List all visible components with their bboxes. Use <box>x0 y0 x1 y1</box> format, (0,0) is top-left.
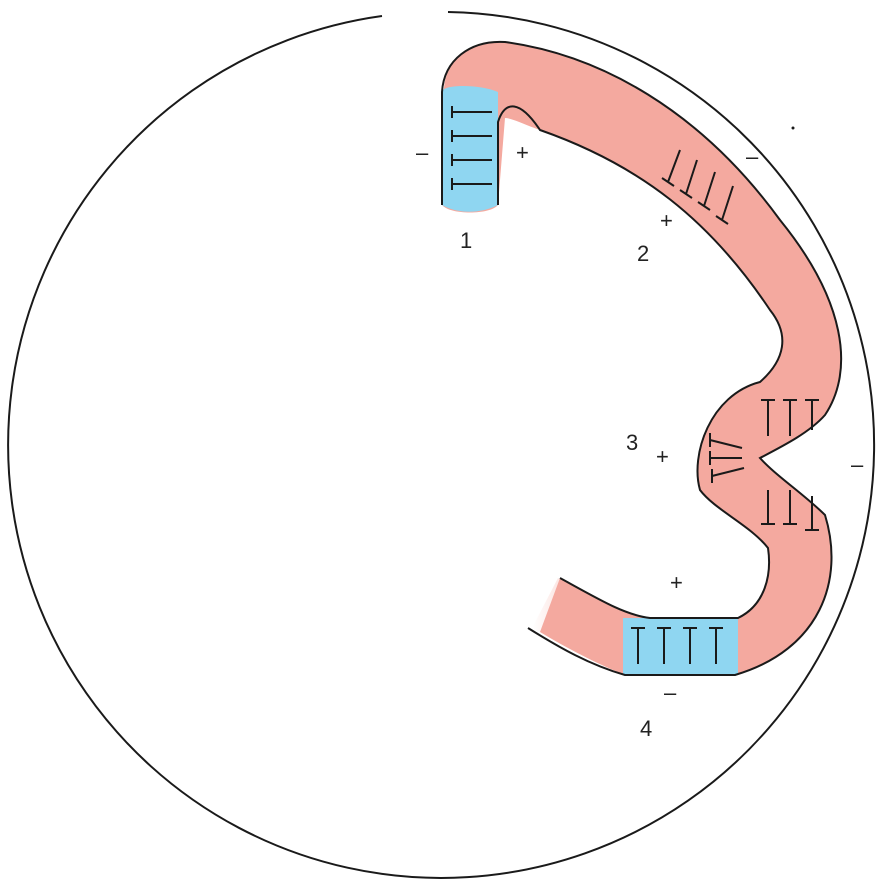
dot-mark <box>792 127 795 130</box>
region-4-number: 4 <box>640 716 652 741</box>
region-3-minus-sign: – <box>851 452 864 477</box>
region-2-plus-sign: + <box>660 208 673 233</box>
region-4-minus-sign: – <box>664 680 677 705</box>
region-1-plus-sign: + <box>516 140 529 165</box>
sulcus-region-1 <box>442 86 498 212</box>
region-2-minus-sign: – <box>746 144 759 169</box>
cortex-fold <box>442 42 841 675</box>
region-1-minus-sign: – <box>416 140 429 165</box>
sulcus-region-4 <box>623 618 738 675</box>
region-4-plus-sign: + <box>670 570 683 595</box>
region-2-number: 2 <box>637 241 649 266</box>
region-3-plus-sign: + <box>656 444 669 469</box>
cortex-fade-tail <box>532 578 625 675</box>
region-3-number: 3 <box>626 430 638 455</box>
region-1-number: 1 <box>460 228 472 253</box>
